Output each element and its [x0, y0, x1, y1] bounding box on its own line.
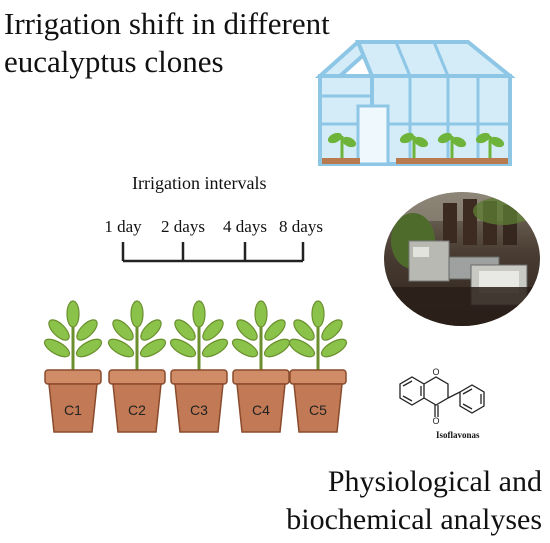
plants-row: C1 C2 C3 C4 C5: [40, 299, 351, 433]
seedling-4-icon: [475, 132, 505, 158]
interval-label-1: 1 day: [104, 217, 142, 236]
isoflavone-label: Isoflavonas: [436, 430, 480, 440]
clone-label-c5: C5: [309, 402, 327, 418]
interval-timeline: [121, 242, 305, 263]
clone-label-c3: C3: [190, 402, 208, 418]
isoflavone-structure-icon: O O: [399, 367, 485, 426]
experiment-photo: [384, 192, 540, 326]
title-line-2: eucalyptus clones: [4, 44, 224, 79]
analyses-line-1: Physiological and: [327, 465, 542, 498]
irrigation-header: Irrigation intervals: [132, 173, 267, 193]
title-line-1: Irrigation shift in different: [4, 6, 330, 41]
clone-label-c2: C2: [128, 402, 146, 418]
interval-label-4: 8 days: [279, 217, 323, 236]
seedling-2-icon: [399, 132, 429, 158]
analyses-line-2: biochemical analyses: [286, 503, 542, 536]
interval-label-2: 2 days: [161, 217, 205, 236]
seedling-1-icon: [327, 132, 357, 158]
seedling-3-icon: [437, 132, 467, 158]
svg-text:O: O: [432, 367, 439, 377]
greenhouse-illustration: [314, 40, 516, 166]
clone-label-c1: C1: [64, 402, 82, 418]
interval-label-3: 4 days: [223, 217, 267, 236]
clone-label-c4: C4: [252, 402, 270, 418]
svg-text:O: O: [432, 416, 439, 426]
